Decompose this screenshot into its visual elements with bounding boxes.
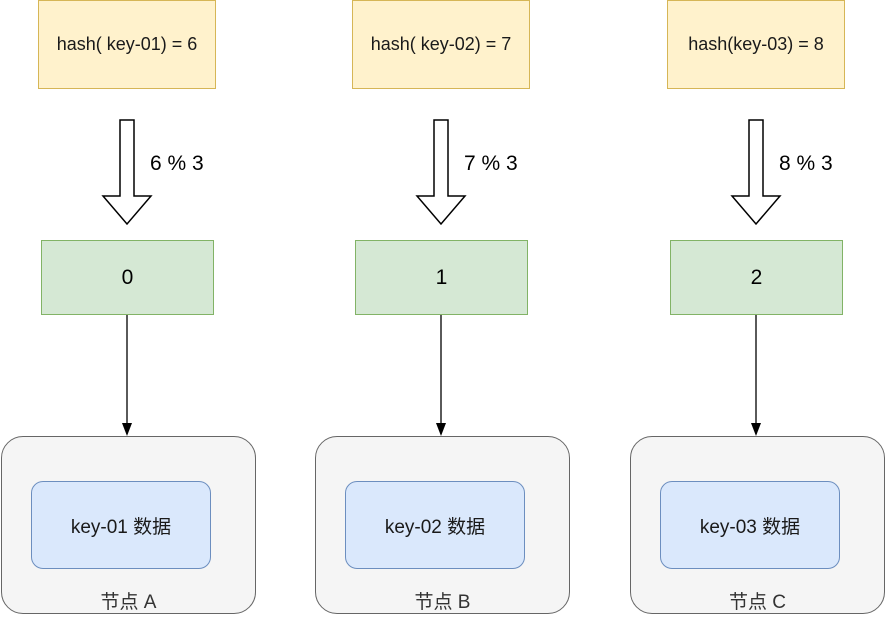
node-container: key-01 数据 节点 A xyxy=(1,436,256,614)
data-box: key-01 数据 xyxy=(31,481,211,569)
hollow-down-arrow-icon xyxy=(101,119,153,226)
hash-box: hash(key-03) = 8 xyxy=(667,0,845,89)
node-container: key-03 数据 节点 C xyxy=(630,436,885,614)
hollow-down-arrow-icon xyxy=(415,119,467,226)
modulo-label: 6 % 3 xyxy=(150,152,204,175)
mapping-column-a: hash( key-01) = 6 6 % 3 0 key-01 数据 节点 A xyxy=(0,0,260,617)
mapping-column-c: hash(key-03) = 8 8 % 3 2 key-03 数据 节点 C xyxy=(629,0,887,617)
modulo-label: 7 % 3 xyxy=(464,152,518,175)
data-box: key-03 数据 xyxy=(660,481,840,569)
node-label: 节点 A xyxy=(100,592,157,613)
node-label: 节点 B xyxy=(414,592,471,613)
data-box: key-02 数据 xyxy=(345,481,525,569)
down-arrow-icon xyxy=(751,315,761,436)
index-box: 1 xyxy=(355,240,528,315)
node-label: 节点 C xyxy=(728,592,786,613)
modulo-label: 8 % 3 xyxy=(779,152,833,175)
down-arrow-icon xyxy=(436,315,446,436)
node-container: key-02 数据 节点 B xyxy=(315,436,570,614)
hash-box: hash( key-02) = 7 xyxy=(352,0,530,89)
hollow-down-arrow-icon xyxy=(730,119,782,226)
index-box: 0 xyxy=(41,240,214,315)
down-arrow-icon xyxy=(122,315,132,436)
index-box: 2 xyxy=(670,240,843,315)
hash-box: hash( key-01) = 6 xyxy=(38,0,216,89)
mapping-column-b: hash( key-02) = 7 7 % 3 1 key-02 数据 节点 B xyxy=(314,0,574,617)
